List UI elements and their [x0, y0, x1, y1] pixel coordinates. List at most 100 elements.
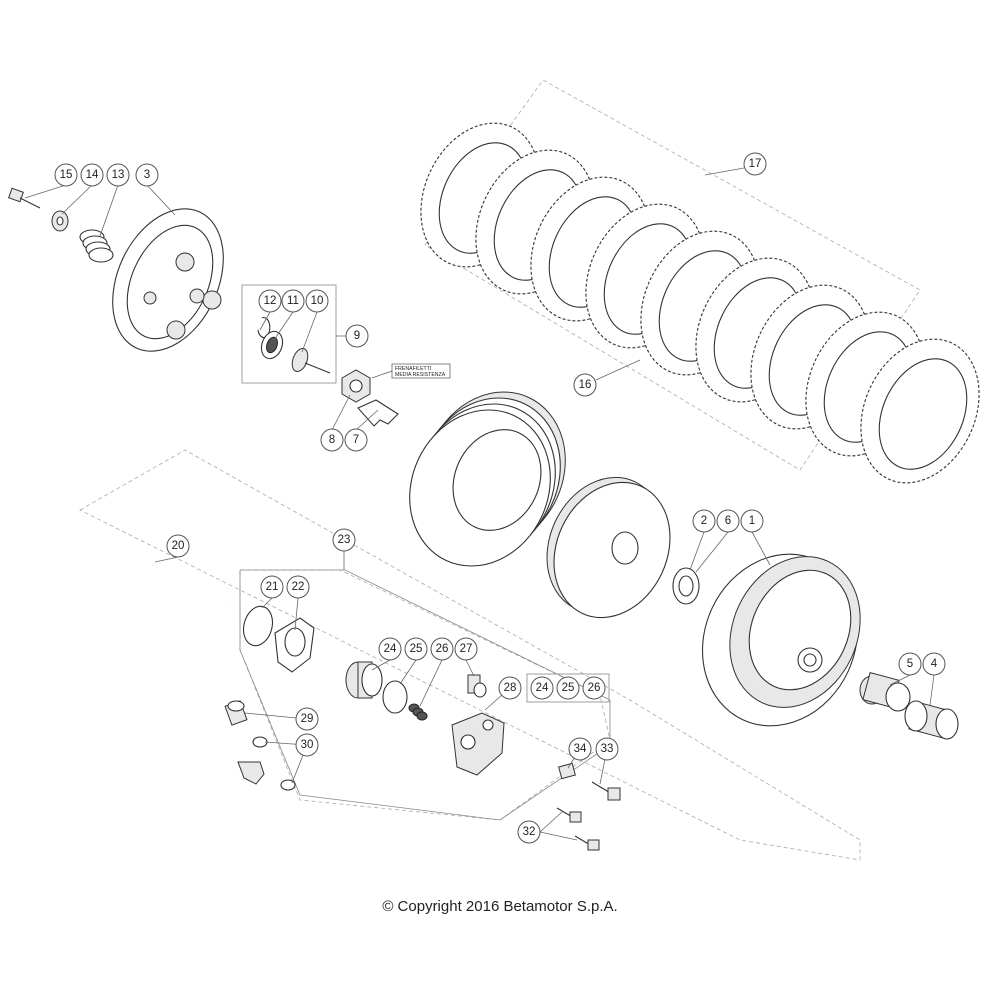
bushing: [904, 700, 959, 740]
callout-26: 26: [430, 637, 454, 661]
callout-5: 5: [898, 652, 922, 676]
callout-13: 13: [106, 163, 130, 187]
leader-lines: [24, 167, 935, 841]
callout-28-sub-24: 24: [530, 676, 554, 700]
group-box-28: [526, 673, 610, 703]
piston-seal: [382, 680, 408, 714]
clutch-plates-stack: [420, 122, 980, 484]
push-rod: [74, 518, 229, 606]
svg-text:32: 32: [523, 826, 536, 838]
svg-text:22: 22: [292, 581, 305, 593]
svg-text:33: 33: [601, 743, 614, 755]
lock-washer: [357, 399, 399, 427]
callout-16: 16: [573, 373, 597, 397]
callout-28: 28: [498, 676, 522, 700]
clutch-basket: [701, 553, 861, 727]
svg-text:20: 20: [172, 540, 185, 552]
hub-nut: [341, 369, 371, 403]
svg-text:15: 15: [60, 169, 73, 181]
callout-32: 32: [517, 820, 541, 844]
callout-27: 27: [454, 637, 478, 661]
svg-text:8: 8: [329, 434, 335, 446]
svg-text:29: 29: [301, 713, 314, 725]
svg-text:2: 2: [701, 515, 707, 527]
svg-text:28: 28: [504, 682, 517, 694]
callout-22: 22: [286, 575, 310, 599]
note-line-2: MEDIA RESISTENZA: [395, 372, 446, 378]
callout-2: 2: [692, 509, 716, 533]
svg-text:14: 14: [86, 169, 99, 181]
spring-bolt: [8, 187, 41, 209]
svg-text:24: 24: [384, 643, 397, 655]
callout-12: 12: [258, 289, 282, 313]
callout-3: 3: [135, 163, 159, 187]
svg-text:5: 5: [907, 658, 913, 670]
piston: [345, 661, 383, 699]
callout-21: 21: [260, 575, 284, 599]
callout-20: 20: [166, 534, 190, 558]
callout-23: 23: [332, 528, 356, 552]
callout-11: 11: [281, 289, 305, 313]
svg-text:34: 34: [574, 743, 587, 755]
mounting-screws: [556, 762, 621, 851]
svg-text:10: 10: [311, 295, 324, 307]
callout-10: 10: [305, 289, 329, 313]
callout-34: 34: [568, 737, 592, 761]
svg-text:7: 7: [353, 434, 359, 446]
slave-cylinder: [451, 712, 505, 776]
callout-8: 8: [320, 428, 344, 452]
pressure-plate: [112, 208, 224, 352]
svg-text:24: 24: [536, 682, 549, 694]
callout-28-sub-26: 26: [582, 676, 606, 700]
banjo-bolt: [224, 700, 248, 726]
bleed-valve: [467, 674, 487, 698]
threadlocker-note: FRENAFILETTI MEDIA RESISTENZA: [371, 363, 451, 379]
svg-text:13: 13: [112, 169, 125, 181]
svg-text:25: 25: [410, 643, 423, 655]
push-rod-piece: [291, 347, 331, 374]
svg-text:6: 6: [725, 515, 731, 527]
copyright-notice: © Copyright 2016 Betamotor S.p.A.: [382, 898, 618, 915]
svg-text:12: 12: [264, 295, 277, 307]
svg-text:26: 26: [588, 682, 601, 694]
group-box-9: [241, 284, 337, 384]
callout-4: 4: [922, 652, 946, 676]
callout-14: 14: [80, 163, 104, 187]
clutch-pack: [409, 391, 566, 567]
svg-text:21: 21: [266, 581, 279, 593]
needle-bearing: [859, 671, 911, 712]
svg-text:26: 26: [436, 643, 449, 655]
thrust-washer: [672, 567, 700, 605]
callout-9: 9: [345, 324, 369, 348]
callout-6: 6: [716, 509, 740, 533]
svg-text:9: 9: [354, 330, 360, 342]
callout-29: 29: [295, 707, 319, 731]
clutch-spring: [79, 229, 114, 263]
svg-text:11: 11: [287, 295, 299, 307]
svg-text:3: 3: [144, 169, 150, 181]
callout-25: 25: [404, 637, 428, 661]
svg-text:16: 16: [579, 379, 592, 391]
svg-text:25: 25: [562, 682, 575, 694]
callout-1: 1: [740, 509, 764, 533]
callout-24: 24: [378, 637, 402, 661]
note-line-1: FRENAFILETTI: [395, 366, 431, 372]
gasket: [274, 617, 315, 673]
group-box-23: [239, 569, 611, 821]
clutch-plate: [860, 338, 980, 484]
svg-text:1: 1: [749, 515, 755, 527]
callout-17: 17: [743, 152, 767, 176]
spring-washer: [51, 210, 69, 232]
callout-15: 15: [54, 163, 78, 187]
svg-text:17: 17: [749, 158, 762, 170]
svg-text:23: 23: [338, 534, 351, 546]
callout-30: 30: [295, 733, 319, 757]
callout-33: 33: [595, 737, 619, 761]
svg-text:4: 4: [931, 658, 938, 670]
sealing-washers: [237, 736, 296, 791]
svg-text:30: 30: [301, 739, 314, 751]
piston-spring: [408, 703, 428, 721]
thrust-bearing: [260, 330, 284, 360]
o-ring-21: [242, 605, 274, 647]
